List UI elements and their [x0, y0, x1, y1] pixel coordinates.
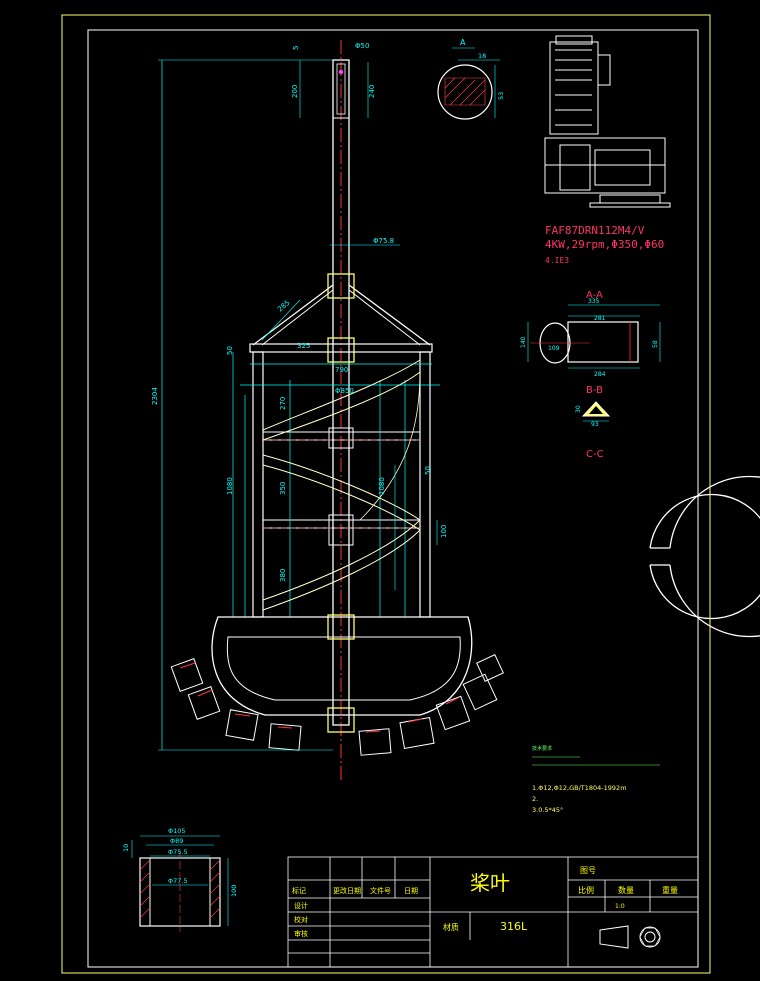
bushing-detail: Φ105 Φ89 Φ75.5 Φ77.5 10 100 [122, 827, 238, 932]
dim-top-gap: 5 [292, 46, 300, 50]
svg-text:93: 93 [591, 421, 599, 428]
dim-overall-height: 2304 [151, 387, 159, 405]
shaft [332, 59, 350, 726]
svg-text:284: 284 [594, 371, 606, 378]
dim-frame-height: 1080 [226, 477, 234, 495]
svg-text:140: 140 [520, 336, 527, 348]
svg-text:标记: 标记 [292, 886, 306, 895]
section-label: A [460, 38, 466, 47]
svg-text:4KW,29rpm,Φ350,Φ60: 4KW,29rpm,Φ350,Φ60 [545, 238, 664, 251]
key-hole-icon [338, 69, 344, 75]
title-block-text: 桨叶 材质 316L 图号 比例 数量 重量 1:0 标记 更改日期 文件号 日… [292, 866, 678, 938]
svg-text:FAF87DRN112M4/V: FAF87DRN112M4/V [545, 224, 645, 237]
svg-text:1.Φ12,Φ12,GB/T1804-1992m: 1.Φ12,Φ12,GB/T1804-1992m [532, 784, 627, 792]
hub-4 [327, 707, 355, 733]
svg-text:Φ89: Φ89 [170, 837, 183, 845]
keyway-width: 18 [478, 52, 486, 60]
dim-shaft-end: 240 [368, 85, 376, 98]
svg-text:Φ75.5: Φ75.5 [168, 848, 188, 856]
svg-text:图号: 图号 [580, 866, 596, 875]
hub-1 [327, 273, 355, 299]
dim-ribbon-width: 100 [440, 525, 448, 538]
hub-2 [327, 337, 355, 363]
dim-key-length: 200 [291, 85, 299, 98]
dim-brace-foot: 325 [297, 342, 310, 350]
material-value: 316L [500, 920, 528, 933]
svg-text:4.IE3: 4.IE3 [545, 256, 569, 265]
svg-text:审核: 审核 [294, 929, 308, 938]
motor-note: FAF87DRN112M4/V 4KW,29rpm,Φ350,Φ60 4.IE3 [545, 224, 664, 265]
projection-symbol-icon [599, 925, 661, 949]
svg-text:3.0.5*45°: 3.0.5*45° [532, 806, 563, 814]
title-block [287, 856, 699, 968]
dim-ribbon-height: 1080 [378, 477, 386, 495]
shaft-section-view: A 18 53 [437, 38, 505, 120]
dim-frame-dia: Φ850 [335, 387, 354, 395]
svg-text:10: 10 [122, 844, 130, 852]
svg-text:重量: 重量 [662, 885, 678, 895]
svg-text:1:0: 1:0 [615, 903, 625, 910]
dim-bar-height: 50 [226, 346, 234, 355]
svg-text:335: 335 [588, 298, 600, 305]
keyway [336, 63, 346, 115]
svg-text:设计: 设计 [294, 901, 308, 910]
svg-text:100: 100 [230, 885, 238, 897]
svg-text:技术要求: 技术要求 [532, 745, 552, 752]
frame-left-post [252, 351, 264, 618]
svg-text:109: 109 [548, 345, 560, 352]
outer-frame [61, 14, 711, 974]
tech-notes: 技术要求 1.Φ12,Φ12,GB/T1804-1992m 2. 3.0.5*4… [532, 745, 660, 814]
dim-pitch-3: 380 [279, 569, 287, 582]
svg-text:更改日期: 更改日期 [333, 886, 361, 895]
dim-pitch-1: 270 [279, 397, 287, 410]
svg-text:材质: 材质 [443, 922, 459, 932]
svg-text:比例: 比例 [578, 885, 594, 895]
bottom-frame [211, 616, 473, 716]
agitator-main-view: 2304 5 Φ50 200 240 Φ75.8 285 50 790 Φ850… [151, 40, 504, 780]
svg-text:文件号: 文件号 [370, 886, 391, 895]
section-bb-title: B-B [586, 385, 603, 396]
top-crossbar [249, 343, 433, 353]
svg-text:2.: 2. [532, 795, 538, 803]
svg-text:数量: 数量 [618, 885, 634, 895]
dim-hub-dia: Φ75.8 [373, 237, 394, 245]
part-name: 桨叶 [470, 871, 510, 895]
hub-3 [327, 614, 355, 640]
svg-text:281: 281 [594, 315, 606, 322]
motor-gearbox [544, 35, 671, 208]
dim-post-width: 50 [424, 466, 432, 475]
dim-pitch-2: 350 [279, 482, 287, 495]
scraper-blades [170, 654, 504, 756]
dim-shaft-dia: Φ50 [355, 42, 369, 50]
section-aa-title: A-A [586, 290, 603, 301]
section-a-a: A-A 335 281 140 109 284 58 [520, 290, 661, 378]
frame-right-post [419, 351, 431, 618]
dim-frame-width: 790 [335, 366, 348, 374]
section-b-b: B-B 93 30 [575, 385, 611, 428]
svg-text:日期: 日期 [404, 887, 418, 895]
svg-text:校对: 校对 [294, 915, 308, 924]
svg-text:30: 30 [575, 405, 582, 413]
svg-text:Φ77.5: Φ77.5 [168, 877, 188, 885]
svg-text:Φ105: Φ105 [168, 827, 186, 835]
section-c-c: C-C [586, 449, 760, 638]
section-cc-title: C-C [586, 449, 604, 460]
keyway-depth: 53 [497, 92, 505, 100]
shaft-section-circle [437, 64, 493, 120]
svg-text:58: 58 [652, 340, 659, 348]
